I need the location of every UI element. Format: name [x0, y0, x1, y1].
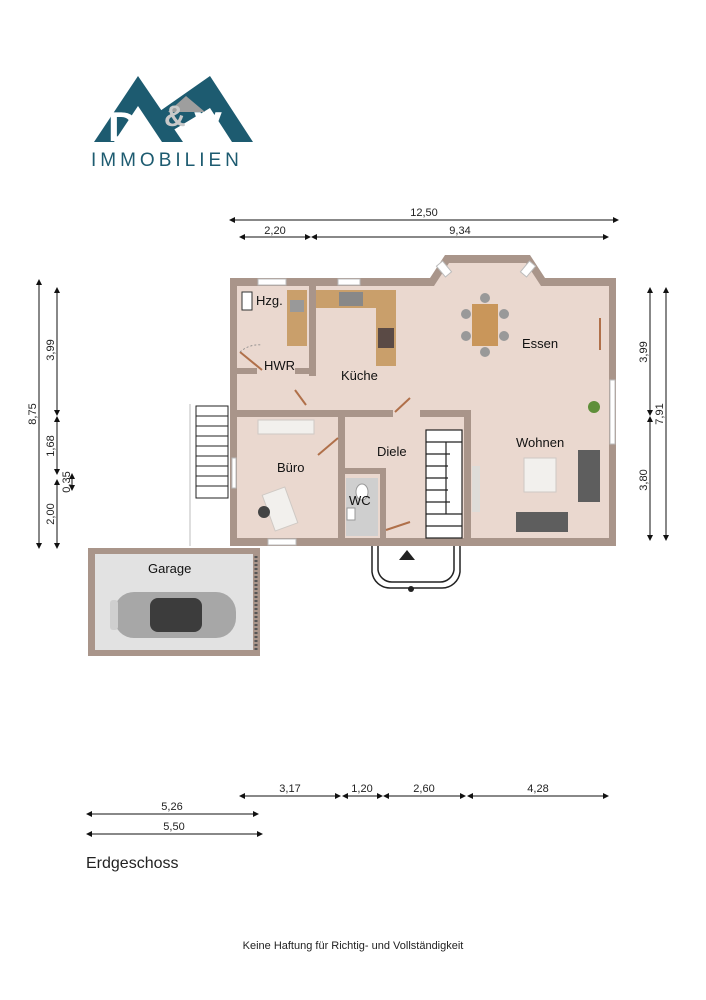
disclaimer: Keine Haftung für Richtig- und Vollständ… — [242, 940, 464, 952]
logo-roof-grey — [168, 96, 205, 112]
dim-left-upper: 3,99 — [45, 339, 57, 360]
dining-table — [461, 293, 509, 357]
dim-left-lower: 2,00 — [45, 503, 57, 524]
wc-fixtures — [346, 478, 378, 536]
room-label-hall: Diele — [377, 444, 407, 459]
dim-left-total: 8,75 — [27, 403, 39, 424]
logo-letter-v: V — [194, 103, 222, 150]
room-label-garage: Garage — [148, 561, 191, 576]
room-label-wc: WC — [349, 493, 371, 508]
dimension-labels: 12,50 2,20 9,34 8,75 3,99 1,68 0,35 2,00… — [27, 207, 666, 833]
entrance-porch — [371, 546, 461, 592]
dim-bottom-4: 4,28 — [527, 783, 548, 795]
office-desk — [257, 419, 315, 532]
company-logo: D & V IMMOBILIEN — [91, 76, 253, 171]
room-label-kitchen: Küche — [341, 368, 378, 383]
dim-bottom-3: 2,60 — [413, 783, 434, 795]
dim-bottom-2: 1,20 — [351, 783, 372, 795]
staircase — [425, 429, 463, 539]
outdoor-stairs — [189, 404, 229, 546]
room-label-heating: Hzg. — [256, 293, 283, 308]
dim-top-total: 12,50 — [410, 207, 438, 219]
dim-garage-2: 5,50 — [163, 821, 184, 833]
dim-right-total: 7,91 — [654, 403, 666, 424]
logo-roof-right — [150, 76, 253, 142]
dim-garage-1: 5,26 — [161, 801, 182, 813]
dim-right-upper: 3,99 — [638, 341, 650, 362]
dim-top-right: 9,34 — [449, 225, 470, 237]
doors — [239, 318, 601, 531]
garage — [88, 548, 260, 656]
logo-subtitle: IMMOBILIEN — [91, 150, 243, 171]
house-floor — [237, 263, 609, 538]
dim-bottom-1: 3,17 — [279, 783, 300, 795]
room-labels: Hzg. HWR Küche Essen Wohnen Büro Diele W… — [148, 293, 564, 576]
living-furniture — [472, 401, 600, 532]
dim-left-middle: 1,68 — [45, 435, 57, 456]
logo-ampersand: & — [164, 100, 186, 133]
dimension-lines — [36, 217, 669, 837]
kitchen-counter — [287, 290, 396, 366]
windows — [231, 260, 616, 546]
room-label-office: Büro — [277, 460, 304, 475]
room-label-living: Wohnen — [516, 435, 564, 450]
floor-label: Erdgeschoss — [86, 855, 179, 872]
dim-left-small: 0,35 — [61, 471, 73, 492]
room-label-hwr: HWR — [264, 358, 295, 373]
heating-unit — [241, 291, 253, 311]
car-icon — [110, 592, 236, 638]
room-label-dining: Essen — [522, 336, 558, 351]
logo-letter-d: D — [108, 103, 138, 150]
entrance-arrow-icon — [399, 550, 415, 560]
interior-walls — [237, 286, 471, 538]
floor-plan — [88, 255, 616, 656]
dim-top-left: 2,20 — [264, 225, 285, 237]
dim-right-lower: 3,80 — [638, 469, 650, 490]
